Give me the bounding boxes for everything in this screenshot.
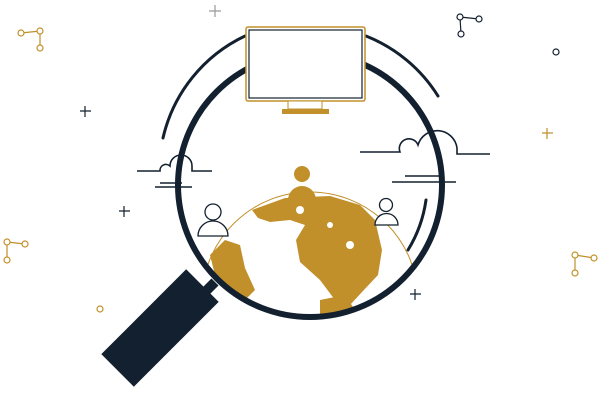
network-node-icon-top-left	[17, 27, 44, 52]
network-node-icon-left	[3, 238, 29, 264]
outer-arc-decoration	[161, 34, 440, 252]
user-icon-center	[288, 166, 316, 200]
globe-icon	[201, 191, 419, 317]
network-node-icon-top-right	[456, 13, 483, 38]
user-icon-left	[197, 203, 229, 237]
cloud-icon-right	[360, 129, 490, 183]
plus-sparkle-icon	[80, 5, 553, 300]
magnifier-handle	[101, 269, 219, 387]
network-node-icon-right	[571, 251, 598, 277]
user-icon-right	[374, 197, 399, 226]
dot-icon	[552, 48, 560, 56]
dot-icon	[96, 305, 104, 313]
cloud-icon-left	[137, 154, 212, 188]
monitor-icon	[245, 26, 366, 114]
